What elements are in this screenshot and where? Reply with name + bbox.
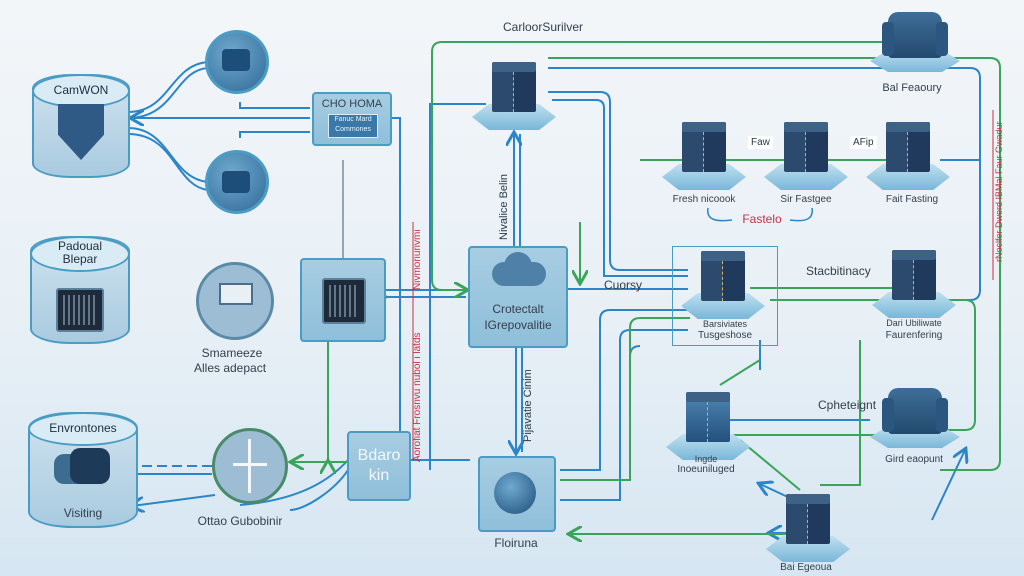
node-bal-feaoury-label: Bal Feaoury <box>882 82 942 94</box>
node-inoeuniluge-label-2: Inoeuniluged <box>677 464 735 475</box>
edge-label-red-right: rNoclfer Dwerd IBMal Faur Gwadur <box>994 121 1004 262</box>
node-tusgeshose-label-1: Barsiviates <box>702 319 748 329</box>
diagram-title: CarloorSurilver <box>502 20 584 34</box>
node-tusgeshose-label-2: Tusgeshose <box>697 330 753 341</box>
edge-label-afip: AFip <box>850 136 877 149</box>
node-smameeze-label-1: Smameeze <box>201 346 263 360</box>
node-bal-egeoua-label: Bai Egeoua <box>780 562 832 573</box>
node-tusgeshose[interactable] <box>681 249 765 319</box>
node-envrontones-label: Envrontones <box>28 412 138 446</box>
node-fait-fasting[interactable] <box>866 120 950 190</box>
edge-label-pijavatie-cinim: Pijavatie Cinim <box>522 369 534 442</box>
node-padoual-label-2: Blepar <box>62 252 98 266</box>
node-chip-box[interactable] <box>300 258 386 342</box>
node-padoual[interactable]: Padoual Blepar <box>30 236 130 344</box>
chip-icon <box>322 278 366 324</box>
node-inoeuniluge-label-1: Ingde <box>694 454 718 464</box>
edge-label-cpheteignt: Cpheteignt <box>818 398 877 412</box>
node-ottao[interactable] <box>212 428 288 504</box>
node-envrontones-footer: Visiting <box>63 506 103 520</box>
cloud-icon-top <box>504 252 532 280</box>
node-faurenfering-label-1: Dari Ubiliwate <box>886 318 942 328</box>
node-fresh-nicook-label: Fresh nicoook <box>672 194 736 205</box>
server-icon <box>686 392 730 442</box>
node-cho-sublabel-1: Fanuc Mard <box>334 116 372 123</box>
wire-top-server-to-tusgeshose <box>548 91 688 271</box>
compass-icon <box>248 439 251 493</box>
wire-green-top-loop <box>431 41 884 290</box>
node-cho[interactable]: CHO HOMA Fanuc Mard Commones <box>312 92 392 146</box>
node-sir-fastgee-label: Sir Fastgee <box>780 194 832 205</box>
edge-label-nivalice-belin: Nivalice Belin <box>498 173 510 240</box>
node-smameeze[interactable] <box>196 262 274 340</box>
node-padoual-cap: Padoual Blepar <box>30 236 130 272</box>
node-top-server[interactable] <box>472 60 556 130</box>
wire-camwon-bottom-circle <box>127 127 209 183</box>
node-padoual-label-1: Padoual <box>57 239 103 253</box>
server-icon <box>492 62 536 112</box>
node-bottom-circle[interactable] <box>205 150 269 214</box>
node-gird-eaopunt[interactable] <box>870 384 960 448</box>
node-top-circle[interactable] <box>205 30 269 94</box>
server-icon <box>784 122 828 172</box>
node-camwon[interactable]: CamWON <box>32 74 130 178</box>
node-envrontones[interactable]: Envrontones Visiting <box>28 412 138 528</box>
castle-icon <box>882 388 948 434</box>
globe-box-icon <box>494 472 536 514</box>
edge-label-red-left-bottom: Aorofiat Frosrivu nubol i latds <box>412 332 423 462</box>
node-smameeze-label-2: Alles adepact <box>193 361 267 375</box>
node-floritina-label: Floiruna <box>494 536 538 550</box>
device-icon <box>222 49 250 71</box>
node-cho-label: CHO HOMA <box>321 98 383 110</box>
node-gird-eaopunt-label: Gird eaopunt <box>885 454 943 465</box>
node-cho-sublabel-box: Fanuc Mard Commones <box>328 114 378 138</box>
server-icon <box>892 250 936 300</box>
server-icon <box>682 122 726 172</box>
node-bdaro-label-2: kin <box>368 467 390 484</box>
node-camwon-label: CamWON <box>32 74 130 108</box>
node-bdaro-label-1: Bdaro <box>357 447 401 464</box>
node-faurenfering[interactable] <box>872 248 956 318</box>
device-icon <box>222 171 250 193</box>
node-cho-sublabel-2: Commones <box>335 126 371 133</box>
wire-camwon-top-circle <box>127 61 209 113</box>
node-cloud[interactable]: Crotectalt IGrepovalitie <box>468 246 568 348</box>
server-icon <box>786 494 830 544</box>
node-cloud-label-1: Crotectalt <box>492 302 544 316</box>
edge-label-fastelo: Fastelo <box>742 212 782 226</box>
badge-icon <box>219 283 253 305</box>
node-bal-egeoua[interactable] <box>766 492 850 562</box>
node-faurenfering-label-2: Faurenfering <box>885 330 943 341</box>
node-sir-fastgee[interactable] <box>764 120 848 190</box>
edge-label-red-left-top: Nivmoriurivmi <box>412 229 423 290</box>
node-cloud-label-2: IGrepovalitie <box>484 318 552 332</box>
edge-label-stacbitinacy: Stacbitinacy <box>806 264 871 278</box>
node-fresh-nicook[interactable] <box>662 120 746 190</box>
node-bdaro[interactable]: Bdaro kin <box>347 431 411 501</box>
node-floritina[interactable] <box>478 456 556 532</box>
castle-icon <box>882 12 948 58</box>
server-icon <box>886 122 930 172</box>
wire-left-bus <box>429 103 486 470</box>
shield-icon <box>58 104 104 160</box>
node-tusgeshose-frame[interactable]: Barsiviates Tusgeshose <box>672 246 778 346</box>
edge-label-faw: Faw <box>748 136 773 149</box>
loop-arrows <box>707 207 813 222</box>
monitor-icon <box>56 288 104 332</box>
server-icon <box>701 251 745 301</box>
node-bal-feaoury[interactable] <box>870 8 960 72</box>
compass-icon-bar <box>233 463 267 466</box>
chat-icon-front <box>70 448 110 484</box>
node-fait-fasting-label: Fait Fasting <box>885 194 939 205</box>
node-ottao-label: Ottao Gubobinir <box>197 514 283 528</box>
node-inoeuniluge[interactable] <box>666 390 750 460</box>
edge-label-cuorsy: Cuorsy <box>604 278 643 292</box>
